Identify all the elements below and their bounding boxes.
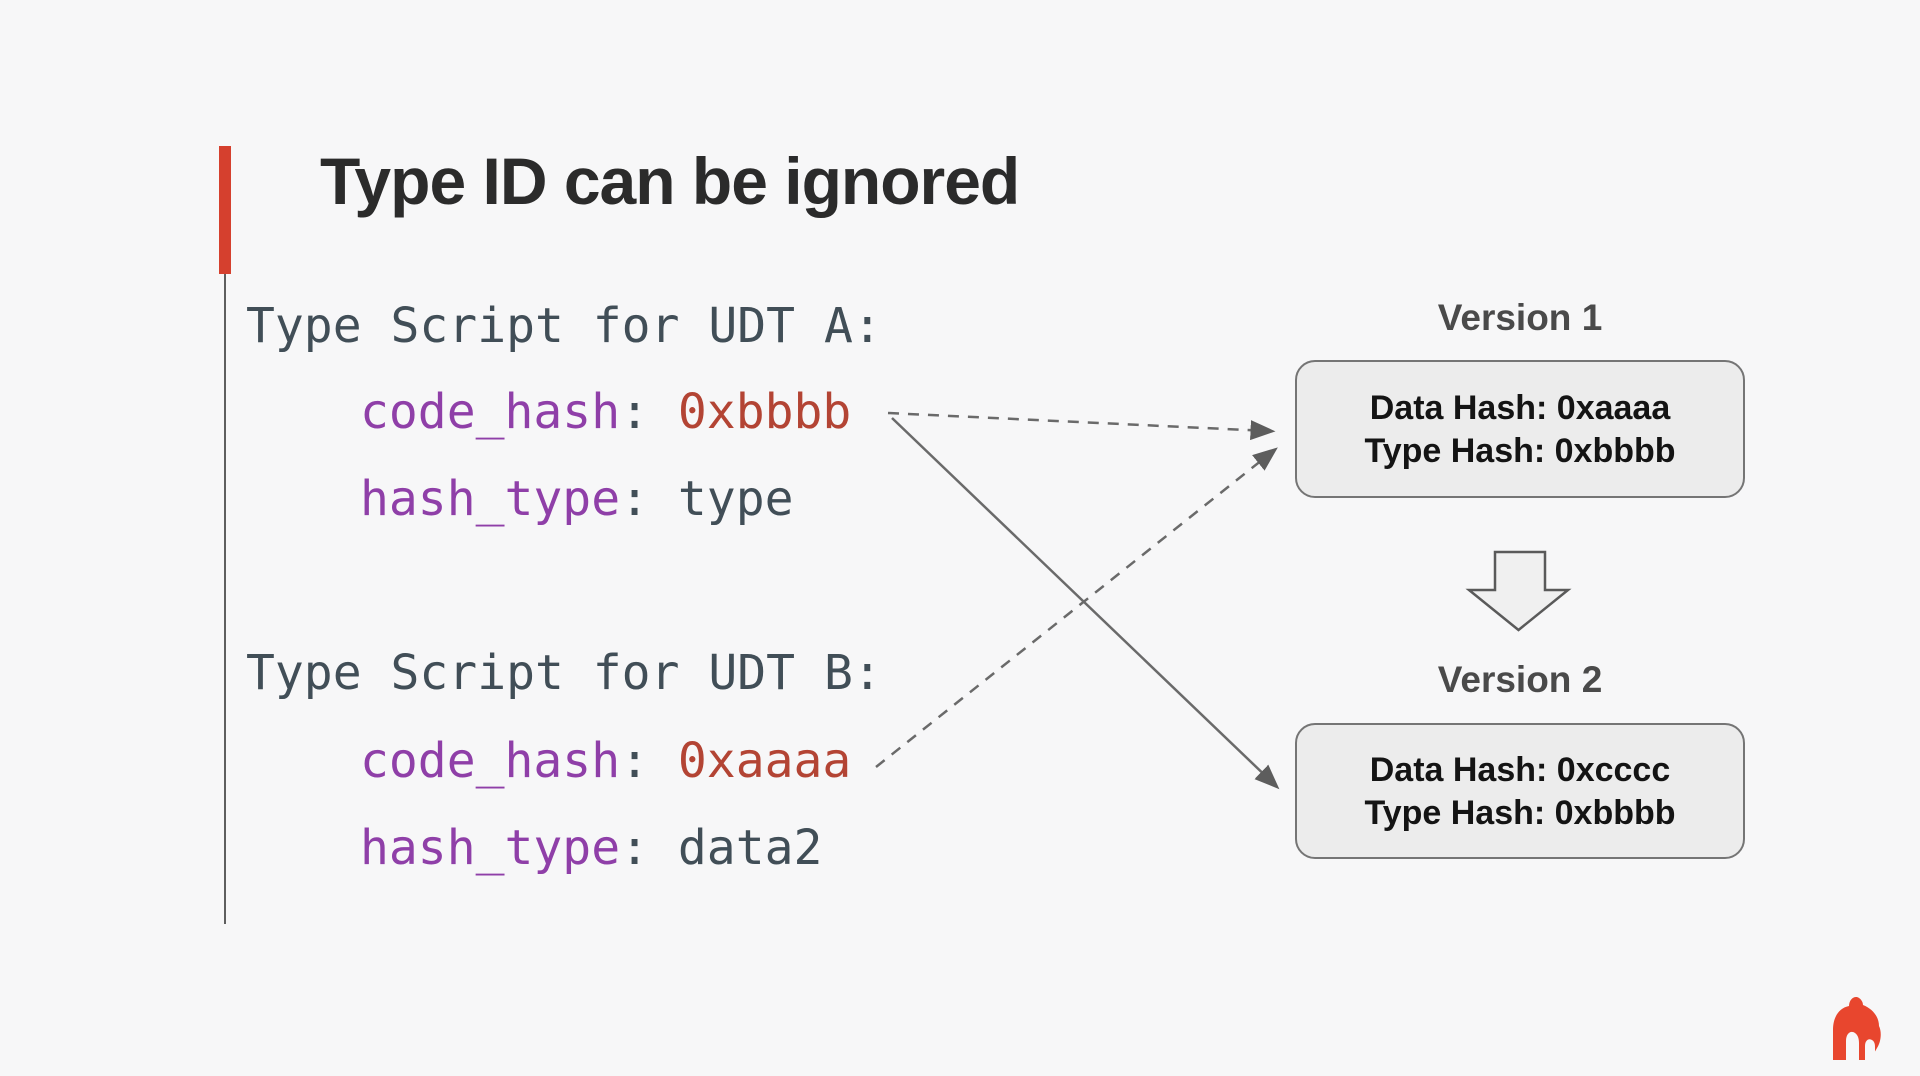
version2-type-hash: Type Hash: 0xbbbb [1364, 793, 1676, 832]
version1-type-hash: Type Hash: 0xbbbb [1364, 431, 1676, 470]
version1-label: Version 1 [1437, 297, 1603, 338]
version2-data-hash: Data Hash: 0xcccc [1369, 750, 1671, 789]
code-colon: : [620, 471, 678, 527]
code-colon: : [620, 733, 678, 789]
udt-b-code-hash-line: code_hash: 0xaaaa [360, 737, 851, 785]
version1-box: Data Hash: 0xaaaa Type Hash: 0xbbbb [1295, 360, 1745, 498]
udt-a-code-hash-line: code_hash: 0xbbbb [360, 388, 851, 436]
code-key-hash-type: hash_type [360, 471, 621, 527]
arrow-udtB-codehash-to-version1 [875, 447, 1278, 768]
udt-b-header: Type Script for UDT B: [246, 645, 882, 701]
code-value-0xbbbb: 0xbbbb [677, 384, 852, 440]
udt-a-hash-type-line: hash_type: type [360, 475, 793, 523]
gorilla-logo-icon [1833, 996, 1881, 1060]
arrow-udtA-codehash-to-version2 [891, 417, 1280, 790]
code-value-type: type [677, 471, 794, 527]
left-guide-line [224, 274, 226, 924]
code-key-code-hash: code_hash [360, 384, 621, 440]
code-key-hash-type: hash_type [360, 820, 621, 876]
code-value-data2: data2 [677, 820, 823, 876]
arrow-udtA-codehash-to-version1 [887, 411, 1276, 441]
slide-title: Type ID can be ignored [320, 144, 1020, 218]
version1-data-hash: Data Hash: 0xaaaa [1369, 388, 1671, 427]
version2-box: Data Hash: 0xcccc Type Hash: 0xbbbb [1295, 723, 1745, 859]
udt-b-hash-type-line: hash_type: data2 [360, 824, 822, 872]
code-value-0xaaaa: 0xaaaa [677, 733, 852, 789]
version2-label: Version 2 [1437, 659, 1603, 700]
code-key-code-hash: code_hash [360, 733, 621, 789]
udt-a-header: Type Script for UDT A: [246, 298, 882, 354]
title-accent-bar [219, 146, 231, 274]
block-down-arrow-icon [1465, 550, 1572, 632]
code-colon: : [620, 820, 678, 876]
code-colon: : [620, 384, 678, 440]
